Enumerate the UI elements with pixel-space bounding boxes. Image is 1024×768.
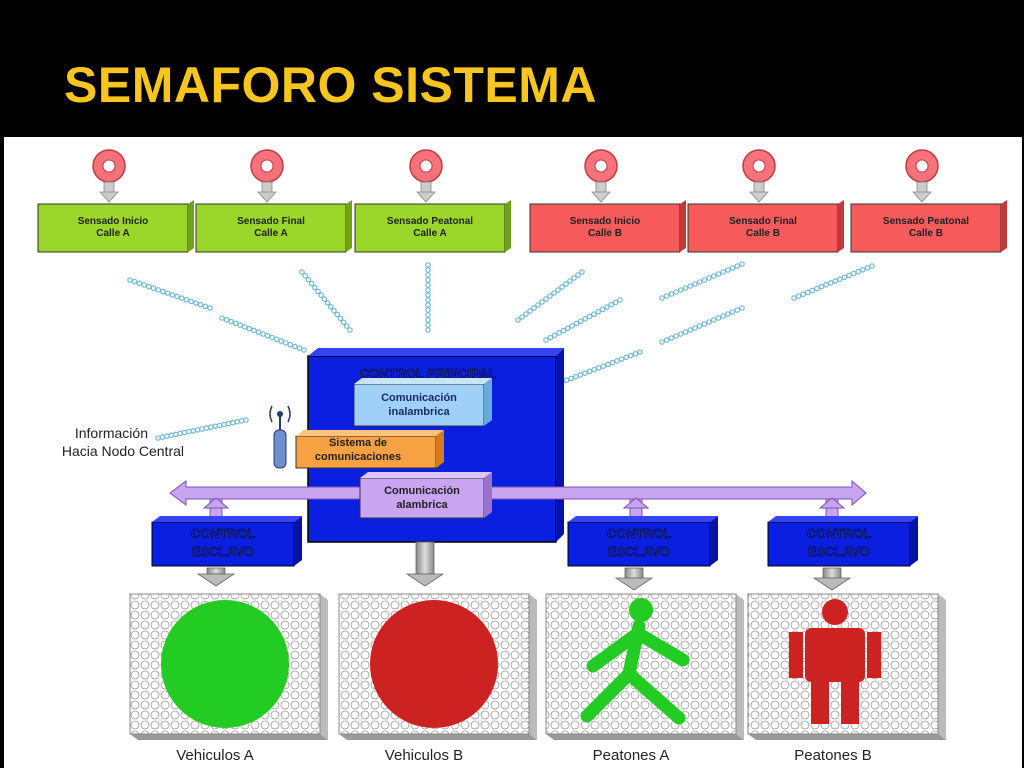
down-arrows [196,541,852,591]
slave-control-2: CONTROL ESCLAVO [767,516,918,567]
slave-controls: CONTROL ESCLAVO CONTROL ESCLAVO CONTROL ESCLA… [151,516,918,567]
system-comm-line2: comunicaciones [315,451,401,463]
sensor-box-line1: Sensado Final [237,216,305,227]
slide-title: SEMAFORO SISTEMA [64,57,598,113]
sensor-pin-3 [584,149,618,203]
signal-symbol-walking-person [580,598,690,725]
system-comm-box: Sistema de comunicaciones [295,430,444,469]
antenna-icon [269,405,291,469]
down-arrow-0 [196,567,236,587]
wireless-comm-line2: inalambrica [388,406,450,418]
signal-panel-0: Vehiculos A [129,593,328,764]
signal-label: Peatones A [593,747,670,764]
signal-symbol-standing-person [789,599,881,724]
sensor-pin-2 [409,149,443,203]
signal-panel-3: Peatones B [747,593,946,764]
signal-label: Vehiculos B [385,747,463,764]
sensor-box-line2: Calle A [254,228,288,239]
sensor-pin-4 [742,149,776,203]
slave-control-1: CONTROL ESCLAVO [567,516,718,567]
signal-panels: Vehiculos A Vehiculos B Peatones A Peatones… [129,593,946,764]
sensor-pin-1 [250,149,284,203]
sensor-box-line2: Calle A [96,228,130,239]
wireless-chain-3 [425,262,431,333]
signal-label: Peatones B [794,747,872,764]
signal-symbol-circle [370,600,498,728]
wireless-comm-line1: Comunicación [381,392,457,404]
down-arrow-3 [812,567,852,591]
slave-control-line1: CONTROL [607,526,671,541]
sensor-box-line1: Sensado Inicio [570,216,641,227]
info-line2: Hacia Nodo Central [62,443,184,459]
slave-control-line2: ESCLAVO [608,544,670,559]
sensor-box-line2: Calle B [588,228,622,239]
signal-panel-1: Vehiculos B [338,593,537,764]
sensor-pin-5 [905,149,939,203]
signal-panel-2: Peatones A [545,593,744,764]
wireless-chain-8 [659,305,745,345]
wireless-chain-1 [219,315,307,353]
wireless-chain-6 [559,349,643,385]
slave-control-line1: CONTROL [807,526,871,541]
signal-label: Vehiculos A [176,747,254,764]
slave-control-line1: CONTROL [191,526,255,541]
sensor-box-line1: Sensado Peatonal [883,216,969,227]
system-comm-line1: Sistema de [329,437,387,449]
wireless-chain-7 [659,261,745,301]
wired-comm-line1: Comunicación [384,485,460,497]
info-link-dots [155,417,249,441]
wireless-links [127,261,875,385]
wireless-chain-0 [127,277,213,311]
sensor-box-line1: Sensado Inicio [78,216,149,227]
slave-control-line2: ESCLAVO [808,544,870,559]
wired-comm-line2: alambrica [396,499,448,511]
wireless-chain-5 [543,297,623,343]
wireless-chain-2 [299,269,353,333]
sensor-box-line2: Calle A [413,228,447,239]
sensor-box-line1: Sensado Final [729,216,797,227]
wired-bus-arrow [169,479,867,522]
wireless-comm-box: Comunicación inalambrica [353,378,492,427]
wireless-chain-4 [515,269,585,323]
wireless-chain-9 [791,263,875,301]
down-arrow-1 [405,541,445,587]
wired-comm-box: Comunicación alambrica [359,472,492,519]
signal-symbol-circle [161,600,289,728]
slave-control-line2: ESCLAVO [192,544,254,559]
sensor-box-line1: Sensado Peatonal [387,216,473,227]
sensor-box-line2: Calle B [909,228,943,239]
control-principal-label: CONTROL PRINCIPAL [360,366,497,381]
slave-control-0: CONTROL ESCLAVO [151,516,302,567]
sensor-pins [92,149,939,203]
sensor-box-line2: Calle B [746,228,780,239]
down-arrow-2 [614,567,654,591]
info-line1: Información [75,425,148,441]
sensor-pin-0 [92,149,126,203]
